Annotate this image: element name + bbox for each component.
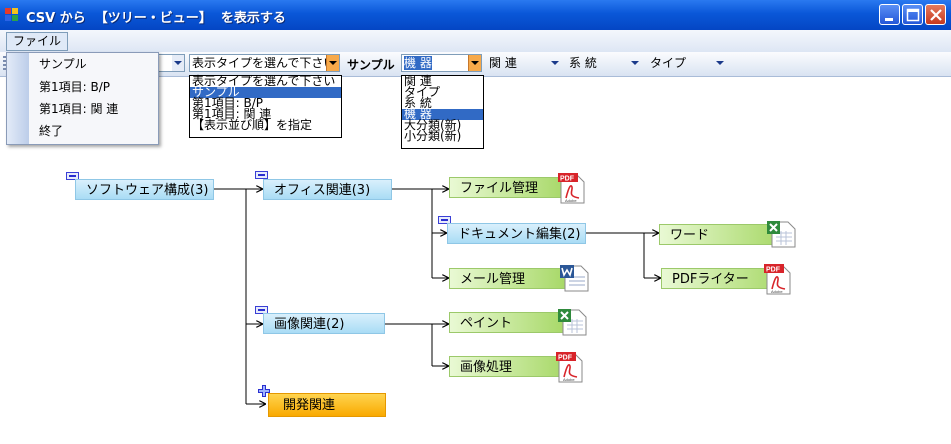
- tree-node-file-mgmt[interactable]: ファイル管理: [449, 177, 567, 198]
- tree-node-pdf-writer[interactable]: PDFライター: [661, 268, 786, 289]
- display-type-option[interactable]: 第1項目: B/P: [192, 96, 264, 110]
- chevron-down-icon: [549, 55, 561, 71]
- tool-strip: 表示タイプを選んで下さい サンプル 機 器 関 連 系 統 タイプ: [0, 52, 951, 77]
- type-combo[interactable]: タイプ: [647, 54, 727, 72]
- adobe-text: Adobe: [565, 198, 577, 203]
- type-value: タイプ: [650, 56, 687, 70]
- display-type-value: 表示タイプを選んで下さい: [192, 56, 336, 70]
- adobe-text: Adobe: [563, 377, 575, 382]
- kiki-option[interactable]: タイプ: [404, 85, 441, 99]
- pdf-icon: PDF Adobe: [764, 264, 791, 295]
- tree-node-mail-mgmt[interactable]: メール管理: [449, 268, 567, 289]
- menu-icon-strip: [7, 53, 29, 144]
- kiki-value: 機 器: [404, 56, 432, 70]
- collapse-toggle-office[interactable]: [255, 171, 268, 179]
- sample-label: サンプル: [347, 58, 395, 72]
- chevron-down-icon: [326, 55, 339, 71]
- minimize-icon: [885, 18, 893, 21]
- chevron-down-icon: [172, 55, 184, 71]
- display-type-combo[interactable]: 表示タイプを選んで下さい: [189, 54, 340, 72]
- expand-plus-icon[interactable]: [257, 384, 271, 398]
- keitou-combo[interactable]: 系 統: [566, 54, 642, 72]
- display-type-option-selected[interactable]: サンプル: [190, 86, 341, 98]
- close-button[interactable]: [925, 4, 946, 25]
- display-type-option[interactable]: 第1項目: 関 連: [192, 107, 272, 121]
- kiki-option-selected[interactable]: 機 器: [402, 108, 483, 120]
- menu-item-exit[interactable]: 終了: [39, 124, 64, 138]
- pdf-icon: PDF Adobe: [558, 173, 585, 204]
- tree-node-root[interactable]: ソフトウェア構成(3): [75, 179, 214, 200]
- word-icon: [560, 265, 589, 292]
- pdf-badge-text: PDF: [558, 355, 573, 362]
- tree-node-dev[interactable]: 開発関連: [268, 393, 386, 417]
- title-bar: CSV から 【ツリー・ビュー】 を表示する: [0, 0, 951, 31]
- tree-node-office[interactable]: オフィス関連(3): [263, 179, 392, 200]
- pdf-badge-text: PDF: [766, 267, 781, 274]
- collapse-toggle-root[interactable]: [66, 172, 79, 180]
- chevron-down-icon: [468, 55, 481, 71]
- kiki-option[interactable]: 関 連: [404, 74, 432, 88]
- tree-node-doc-edit[interactable]: ドキュメント編集(2): [447, 223, 586, 244]
- tree-node-image[interactable]: 画像関連(2): [263, 313, 385, 334]
- file-menu-dropdown: サンプル 第1項目: B/P 第1項目: 関 連 終了: [6, 52, 159, 145]
- tree-node-image-proc[interactable]: 画像処理: [449, 356, 567, 377]
- menu-item-kanren[interactable]: 第1項目: 関 連: [39, 102, 119, 116]
- excel-icon: [767, 221, 796, 248]
- chevron-down-icon: [629, 55, 641, 71]
- close-icon: [930, 9, 942, 21]
- pdf-badge-text: PDF: [560, 176, 575, 183]
- kiki-combo[interactable]: 機 器: [401, 54, 482, 72]
- pdf-icon: PDF Adobe: [556, 352, 583, 383]
- display-type-list: 表示タイプを選んで下さい サンプル 第1項目: B/P 第1項目: 関 連 【表…: [189, 75, 342, 138]
- collapse-toggle-doc-edit[interactable]: [438, 216, 451, 224]
- app-icon: [5, 8, 19, 22]
- kiki-option[interactable]: 大分類(新): [404, 118, 462, 132]
- display-type-option[interactable]: 表示タイプを選んで下さい: [192, 74, 336, 88]
- display-type-option[interactable]: 【表示並び順】を指定: [192, 118, 313, 132]
- toolbar-grip[interactable]: [3, 56, 6, 72]
- excel-icon: [558, 309, 587, 336]
- menu-file[interactable]: ファイル: [6, 32, 69, 51]
- keitou-value: 系 統: [569, 56, 597, 70]
- kiki-option[interactable]: 小分類(新): [404, 129, 462, 143]
- tree-node-paint[interactable]: ペイント: [449, 312, 567, 333]
- menu-item-sample[interactable]: サンプル: [39, 57, 87, 71]
- window-title: CSV から 【ツリー・ビュー】 を表示する: [26, 11, 286, 26]
- kiki-list: 関 連 タイプ 系 統 機 器 大分類(新) 小分類(新): [401, 75, 484, 149]
- kanren-value: 関 連: [489, 56, 517, 70]
- chevron-down-icon: [714, 55, 726, 71]
- minimize-button[interactable]: [879, 4, 900, 25]
- collapse-toggle-image[interactable]: [255, 306, 268, 314]
- kiki-option[interactable]: 系 統: [404, 96, 432, 110]
- menu-item-bp[interactable]: 第1項目: B/P: [39, 80, 111, 94]
- hidden-combo[interactable]: [158, 54, 185, 72]
- maximize-icon: [906, 8, 920, 22]
- maximize-button[interactable]: [902, 4, 923, 25]
- kanren-combo[interactable]: 関 連: [486, 54, 562, 72]
- adobe-text: Adobe: [771, 289, 783, 294]
